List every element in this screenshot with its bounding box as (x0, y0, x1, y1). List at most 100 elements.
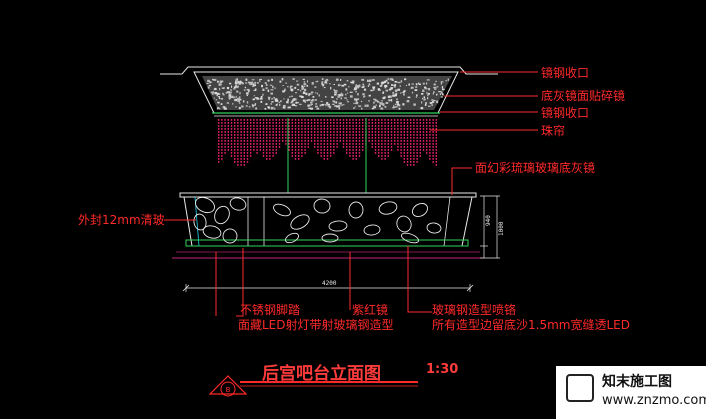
dimension-lines: 4200 940 1000 (182, 195, 505, 292)
label-stainless-trim-top: 镜钢收口 (541, 66, 590, 80)
bead-strand (221, 119, 223, 160)
section-symbol-circle (220, 381, 236, 397)
bead-strand (256, 119, 258, 154)
label-stainless-trim-bottom: 镜钢收口 (541, 106, 590, 120)
frp-shape (412, 202, 428, 218)
bead-strand (224, 119, 226, 154)
section-symbol-triangle (208, 375, 248, 395)
frp-shape (229, 197, 247, 211)
label-illusion-glass: 面幻彩琉璃玻璃底灰镜 (475, 161, 596, 175)
bead-strand (227, 119, 229, 151)
bead-strand (403, 119, 405, 163)
bead-strand (266, 119, 268, 160)
frp-shape (273, 203, 291, 217)
frp-shape (195, 196, 215, 214)
leader-lines (164, 71, 538, 317)
bead-strand (435, 119, 437, 166)
frp-shape (222, 228, 238, 244)
label-bead-curtain: 珠帘 (541, 124, 566, 138)
bead-strand (326, 119, 329, 160)
bead-strand (384, 119, 386, 160)
frp-shape (202, 225, 222, 239)
frp-shape (400, 232, 420, 244)
bead-strand (288, 119, 290, 151)
bead-strand (234, 119, 236, 163)
bead-strand (346, 119, 348, 154)
bead-strand (218, 119, 220, 163)
bead-strand (429, 119, 431, 160)
bead-strand (381, 119, 383, 160)
bead-strand (349, 119, 351, 157)
bead-strand (387, 119, 389, 157)
bead-strand (413, 119, 415, 166)
bead-strand (285, 119, 287, 145)
bead-strand (272, 119, 274, 157)
bead-strand (333, 119, 335, 154)
frp-shape (426, 222, 442, 234)
bead-strand (240, 119, 242, 166)
bead-strand (426, 119, 428, 154)
bead-strand (310, 119, 313, 142)
label-outer-glass: 外封12mm清玻 (78, 213, 165, 227)
bead-strand (419, 119, 421, 157)
frp-shape (321, 233, 339, 243)
frp-shape (313, 198, 331, 214)
frp-shape (290, 214, 310, 230)
bead-strand (262, 119, 265, 157)
bead-strand (243, 119, 245, 166)
frp-shape (363, 224, 381, 236)
bead-strand (390, 119, 393, 151)
bead-strand (368, 119, 370, 142)
bead-strand (378, 119, 380, 157)
bead-strand (253, 119, 255, 151)
label-stainless-footrest: 不锈钢脚踏 (240, 303, 301, 317)
bead-strand (358, 119, 361, 157)
bead-strand (259, 119, 261, 151)
bead-strand (374, 119, 377, 154)
frp-shape (378, 201, 398, 215)
frp-shape (193, 213, 207, 231)
watermark-url: www.znzmo.com (602, 393, 706, 408)
bead-strand (246, 119, 249, 163)
bead-strand (237, 119, 239, 166)
dim-width: 4200 (322, 280, 337, 287)
label-gray-mirror-mosaic: 底灰镜面贴碎镜 (541, 89, 626, 103)
bead-strand (410, 119, 412, 166)
bead-strand (371, 119, 373, 148)
label-purple-mirror: 紫红镜 (352, 303, 389, 317)
bead-strand (342, 119, 345, 148)
bead-strand (432, 119, 434, 163)
bead-strand (294, 119, 297, 160)
bead-strand (250, 119, 252, 157)
bead-strand (301, 119, 303, 157)
watermark-logo-icon (566, 374, 594, 402)
ceiling-canopy (160, 66, 498, 117)
watermark-name: 知末施工图 (602, 374, 672, 390)
frp-shape (214, 205, 230, 225)
bar-counter (172, 192, 484, 259)
bead-strand (230, 119, 233, 157)
bead-strand (282, 119, 284, 142)
bead-strand (278, 119, 281, 148)
frp-shape (348, 201, 364, 219)
section-symbol-letter: B (226, 386, 231, 394)
frp-shape (396, 215, 412, 233)
dim-height-1: 940 (485, 215, 492, 226)
bead-strand (269, 119, 271, 160)
label-sand-edge-led: 所有造型边留底沙1.5mm宽缝透LED (432, 318, 630, 332)
bead-strand (330, 119, 332, 157)
bead-strand (400, 119, 402, 157)
bead-strand (275, 119, 277, 154)
bead-strand (394, 119, 396, 145)
bead-strand (320, 119, 322, 157)
bead-strand (314, 119, 316, 148)
watermark-badge: 知末施工图 www.znzmo.com (556, 366, 706, 419)
bead-strand (336, 119, 338, 148)
bead-strand (406, 119, 409, 166)
bead-strand (304, 119, 306, 154)
frp-decorative-shapes (193, 196, 442, 244)
title-block: B (208, 375, 418, 397)
bead-strand (307, 119, 309, 148)
